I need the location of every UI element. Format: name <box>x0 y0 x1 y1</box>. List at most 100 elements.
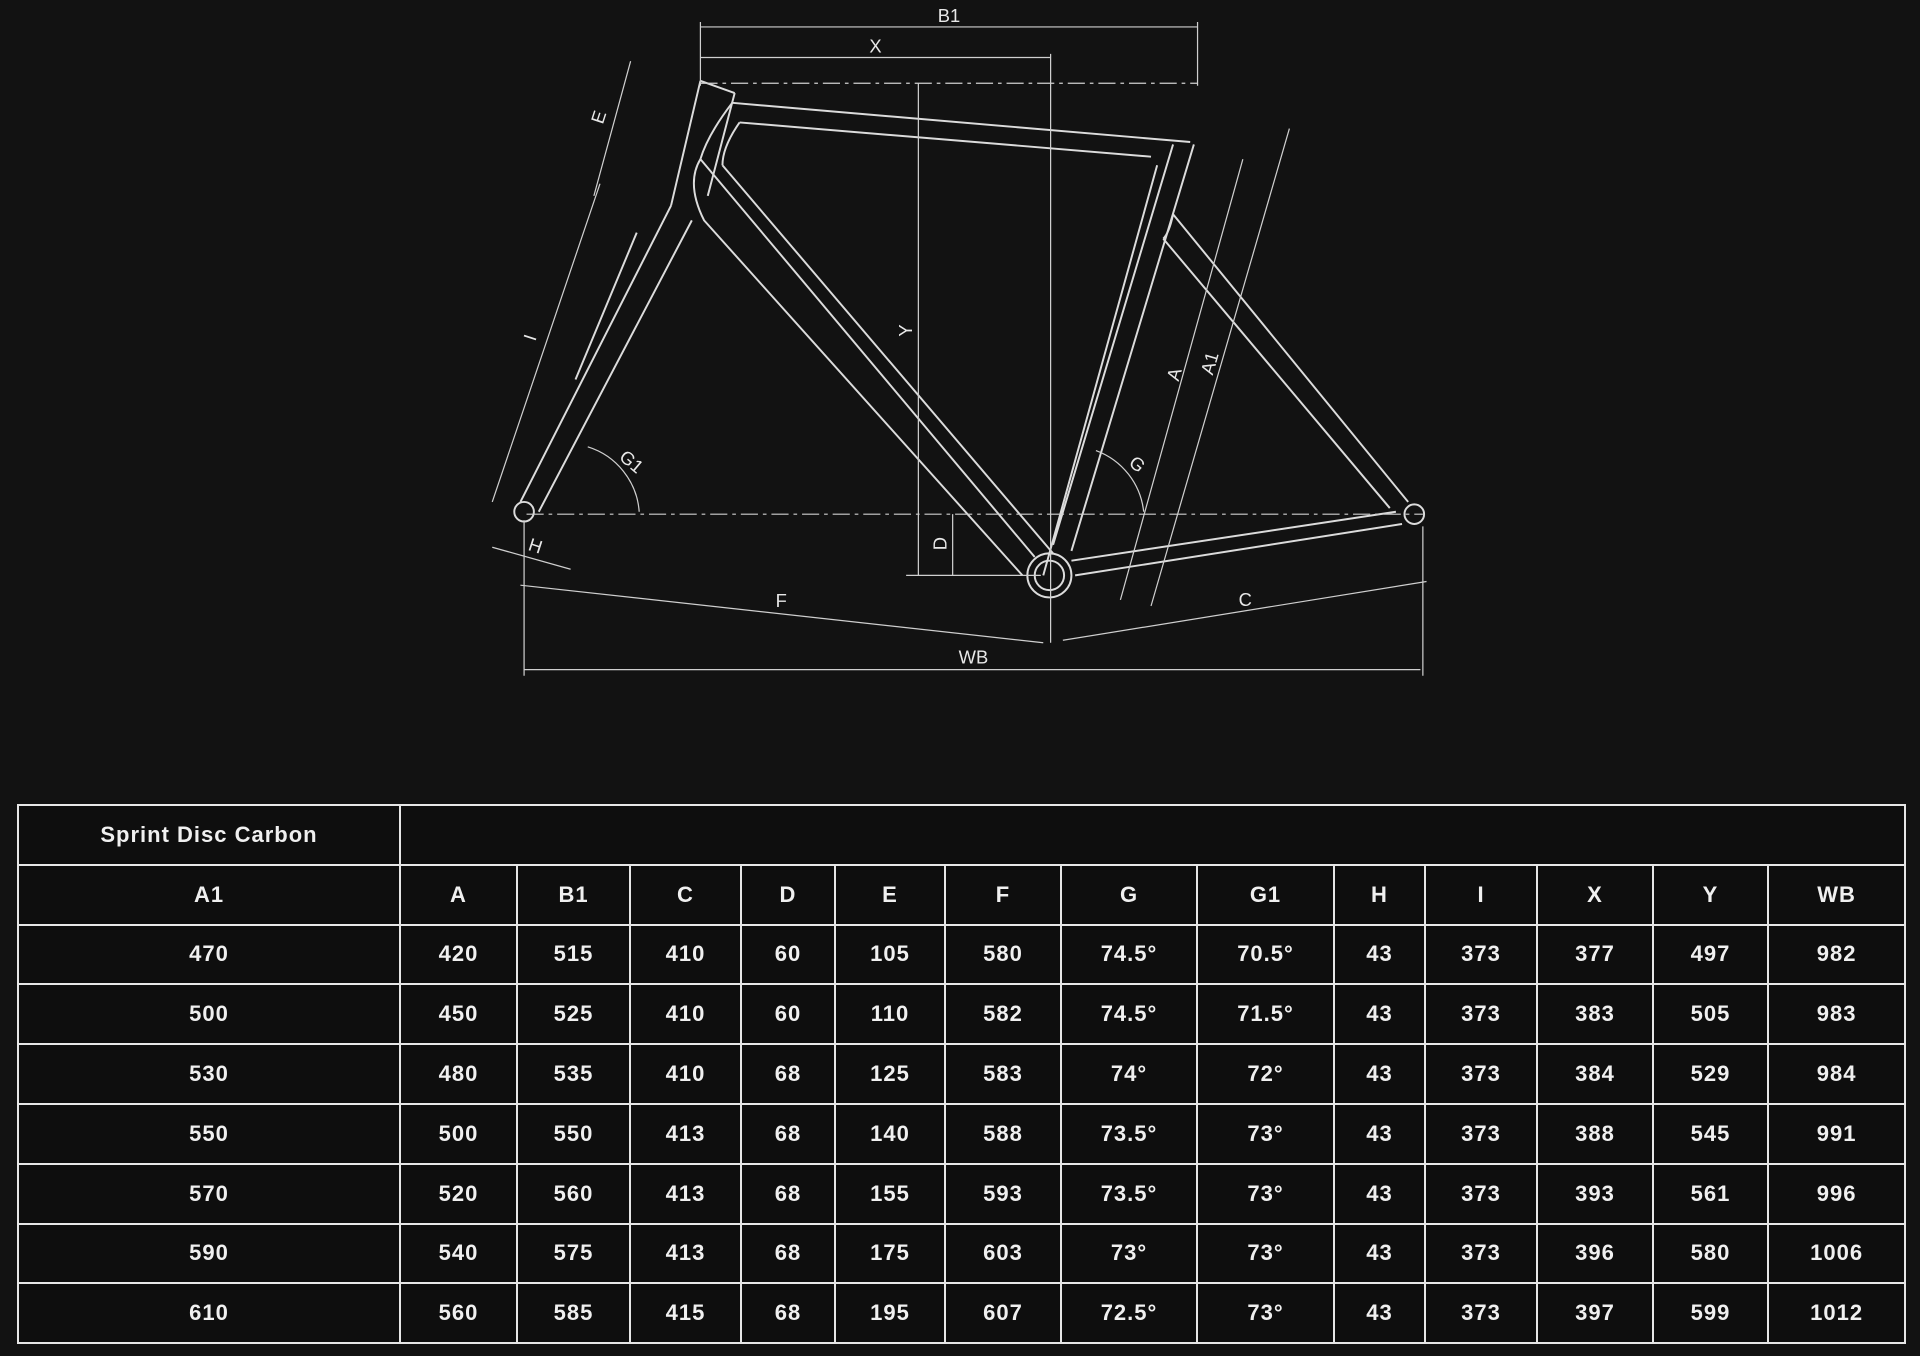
cell-wb: 984 <box>1766 1043 1907 1105</box>
cell-b1: 575 <box>516 1222 631 1285</box>
cell-g1: 73° <box>1196 1282 1335 1345</box>
cell-y: 580 <box>1652 1222 1769 1285</box>
cell-d: 68 <box>740 1282 836 1345</box>
cell-g: 73° <box>1060 1222 1198 1285</box>
cell-c: 415 <box>629 1282 742 1345</box>
cell-f: 607 <box>944 1282 1062 1345</box>
dim-label-y: Y <box>895 324 916 336</box>
cell-d: 68 <box>740 1043 836 1105</box>
cell-x: 393 <box>1536 1162 1654 1225</box>
cell-e: 125 <box>834 1043 946 1105</box>
cell-i: 373 <box>1424 1102 1538 1165</box>
cell-g: 74.5° <box>1060 923 1198 986</box>
cell-e: 155 <box>834 1162 946 1225</box>
column-header-g1: G1 <box>1196 863 1335 926</box>
column-header-h: H <box>1333 863 1426 926</box>
seat-stay <box>1162 213 1409 509</box>
cell-i: 373 <box>1424 983 1538 1046</box>
cell-x: 377 <box>1536 923 1654 986</box>
dim-label-a: A <box>1162 365 1186 383</box>
cell-f: 583 <box>944 1043 1062 1105</box>
column-header-a1: A1 <box>17 863 401 926</box>
cell-d: 68 <box>740 1102 836 1165</box>
cell-f: 580 <box>944 923 1062 986</box>
cell-g: 73.5° <box>1060 1102 1198 1165</box>
column-header-f: F <box>944 863 1062 926</box>
cell-x: 384 <box>1536 1043 1654 1105</box>
cell-c: 410 <box>629 983 742 1046</box>
cell-h: 43 <box>1333 1102 1426 1165</box>
cell-e: 195 <box>834 1282 946 1345</box>
cell-g: 73.5° <box>1060 1162 1198 1225</box>
column-header-wb: WB <box>1766 863 1907 926</box>
cell-b1: 585 <box>516 1282 631 1345</box>
cell-a: 540 <box>399 1222 518 1285</box>
dim-label-d: D <box>929 537 950 550</box>
cell-wb: 1012 <box>1766 1282 1907 1345</box>
column-header-a: A <box>399 863 518 926</box>
cell-a1: 610 <box>17 1282 401 1345</box>
cell-a1: 550 <box>17 1102 401 1165</box>
cell-a1: 590 <box>17 1222 401 1285</box>
cell-h: 43 <box>1333 1043 1426 1105</box>
column-header-i: I <box>1424 863 1538 926</box>
cell-b1: 515 <box>516 923 631 986</box>
down-tube <box>692 158 1054 577</box>
cell-d: 60 <box>740 923 836 986</box>
dim-label-g1: G1 <box>616 446 648 478</box>
cell-d: 68 <box>740 1222 836 1285</box>
cell-i: 373 <box>1424 1222 1538 1285</box>
dimension-lines <box>491 22 1427 676</box>
cell-e: 105 <box>834 923 946 986</box>
cell-a: 420 <box>399 923 518 986</box>
cell-g1: 73° <box>1196 1102 1335 1165</box>
dim-label-b1: B1 <box>938 5 960 26</box>
dim-label-f: F <box>776 590 787 611</box>
cell-g1: 71.5° <box>1196 983 1335 1046</box>
cell-c: 413 <box>629 1162 742 1225</box>
cell-e: 175 <box>834 1222 946 1285</box>
cell-b1: 525 <box>516 983 631 1046</box>
cell-y: 599 <box>1652 1282 1769 1345</box>
cell-c: 413 <box>629 1222 742 1285</box>
cell-f: 603 <box>944 1222 1062 1285</box>
dim-label-g: G <box>1125 451 1149 476</box>
front-dropout <box>513 500 535 523</box>
cell-wb: 982 <box>1766 923 1907 986</box>
cell-g1: 70.5° <box>1196 923 1335 986</box>
cell-g1: 73° <box>1196 1162 1335 1225</box>
cell-wb: 1006 <box>1766 1222 1907 1285</box>
column-header-b1: B1 <box>516 863 631 926</box>
cell-x: 397 <box>1536 1282 1654 1345</box>
column-header-x: X <box>1536 863 1654 926</box>
cell-a: 480 <box>399 1043 518 1105</box>
cell-h: 43 <box>1333 983 1426 1046</box>
cell-a1: 530 <box>17 1043 401 1105</box>
frame-drawing <box>513 79 1426 599</box>
dim-label-h: H <box>526 534 545 558</box>
cell-c: 410 <box>629 923 742 986</box>
cell-e: 110 <box>834 983 946 1046</box>
cell-i: 373 <box>1424 1162 1538 1225</box>
cell-h: 43 <box>1333 1162 1426 1225</box>
column-header-g: G <box>1060 863 1198 926</box>
cell-f: 582 <box>944 983 1062 1046</box>
cell-e: 140 <box>834 1102 946 1165</box>
cell-x: 383 <box>1536 983 1654 1046</box>
dim-label-x: X <box>869 36 881 57</box>
frame-geometry-diagram: B1 X E I Y A A1 G G1 D H F C WB <box>491 5 1427 676</box>
cell-y: 545 <box>1652 1102 1769 1165</box>
cell-y: 529 <box>1652 1043 1769 1105</box>
cell-g: 74.5° <box>1060 983 1198 1046</box>
cell-a1: 470 <box>17 923 401 986</box>
cell-g1: 73° <box>1196 1222 1335 1285</box>
cell-g1: 72° <box>1196 1043 1335 1105</box>
fork <box>519 205 693 513</box>
cell-d: 60 <box>740 983 836 1046</box>
